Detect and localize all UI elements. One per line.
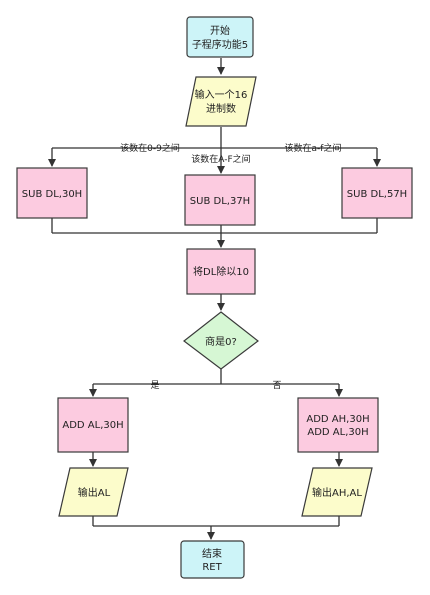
sub57-label: SUB DL,57H <box>347 189 407 200</box>
input-line1: 输入一个16 <box>195 88 248 101</box>
edge-label-yes: 是 <box>150 380 159 391</box>
decision-node: 商是0? <box>183 311 259 370</box>
sub37-node: SUB DL,37H <box>184 174 256 226</box>
divide-node: 将DL除以10 <box>186 248 256 295</box>
input-node: 输入一个16 进制数 <box>185 76 257 127</box>
add-ah-al-line1: ADD AH,30H <box>306 414 369 425</box>
add-al-label: ADD AL,30H <box>62 420 123 431</box>
edge-label-a-f-lower: 该数在a-f之间 <box>285 142 342 154</box>
sub57-node: SUB DL,57H <box>341 167 413 219</box>
add-ah-al-line2: ADD AL,30H <box>307 427 368 438</box>
add-al-node: ADD AL,30H <box>57 397 129 453</box>
edge-label-a-f-upper: 该数在A-F之间 <box>191 153 250 165</box>
start-line1: 开始 <box>210 24 230 37</box>
start-line2: 子程序功能5 <box>192 38 248 51</box>
divide-label: 将DL除以10 <box>193 265 249 278</box>
sub30-label: SUB DL,30H <box>22 189 82 200</box>
output-al-node: 输出AL <box>58 467 129 517</box>
sub37-label: SUB DL,37H <box>190 196 250 207</box>
start-node: 开始 子程序功能5 <box>186 16 254 58</box>
end-node: 结束 RET <box>180 540 245 579</box>
input-line2: 进制数 <box>206 102 236 115</box>
output-ah-al-label: 输出AH,AL <box>312 486 362 499</box>
end-line1: 结束 <box>202 547 222 560</box>
add-ah-al-node: ADD AH,30H ADD AL,30H <box>297 397 379 453</box>
edge-label-0-9: 该数在0-9之间 <box>120 142 180 154</box>
sub30-node: SUB DL,30H <box>16 167 88 219</box>
decision-label: 商是0? <box>205 335 237 348</box>
edge-label-no: 否 <box>272 380 281 391</box>
output-ah-al-node: 输出AH,AL <box>301 467 373 517</box>
output-al-label: 输出AL <box>78 486 111 499</box>
end-line2: RET <box>202 562 222 573</box>
